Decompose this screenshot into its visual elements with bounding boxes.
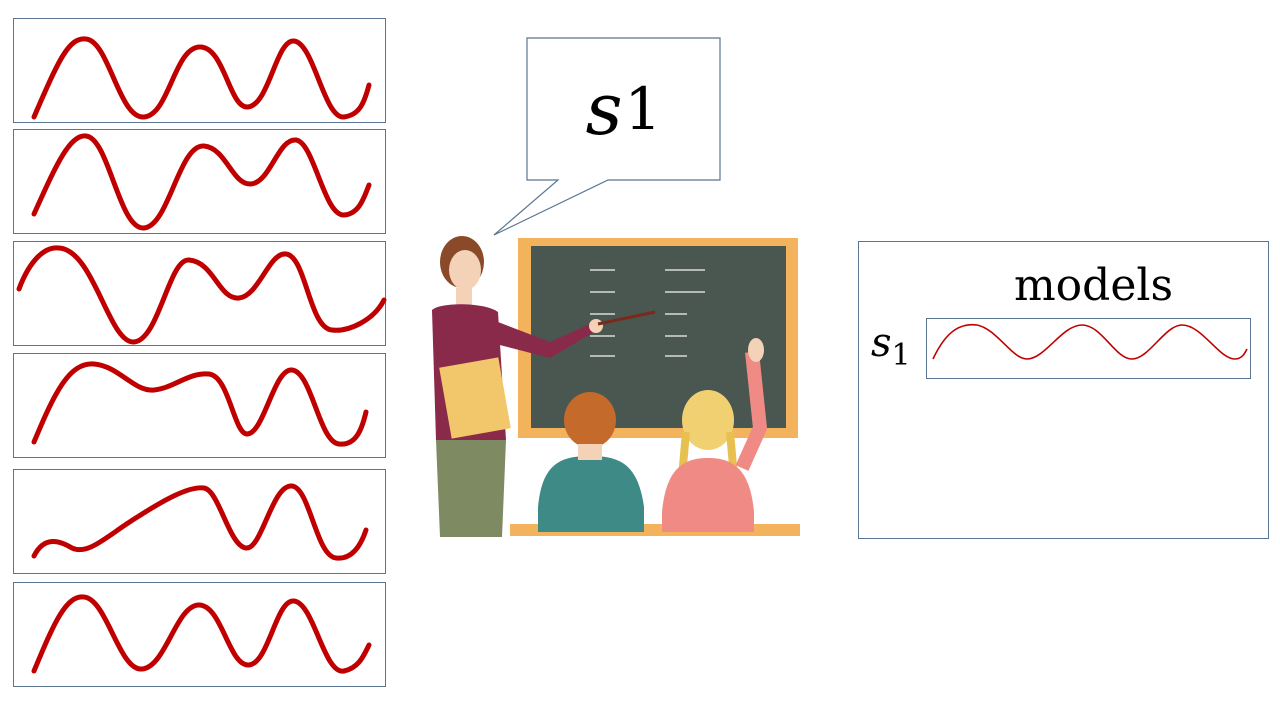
signal-waveform-4 — [31, 361, 369, 447]
student-girl — [662, 338, 768, 532]
student-boy — [538, 392, 644, 532]
signal-waveform-6 — [31, 594, 372, 674]
signal-box-3 — [13, 241, 387, 346]
signal-waveform-1 — [31, 36, 372, 120]
signal-box-2 — [13, 129, 386, 234]
bubble-subscript: 1 — [624, 75, 662, 143]
model-label: s1 — [871, 320, 911, 373]
classroom-illustration — [432, 236, 800, 537]
signal-box-5 — [13, 469, 386, 574]
model-waveform-box — [926, 318, 1251, 379]
signal-box-1 — [13, 18, 386, 123]
signal-box-4 — [13, 353, 386, 458]
model-subscript: 1 — [891, 338, 911, 373]
signal-box-6 — [13, 582, 386, 687]
models-panel: models s1 — [858, 241, 1269, 539]
model-waveform — [932, 323, 1248, 360]
signal-waveform-3 — [16, 245, 387, 345]
bubble-symbol: s — [585, 67, 623, 151]
model-symbol: s — [871, 320, 892, 366]
signal-waveform-5 — [31, 483, 369, 561]
models-title: models — [1013, 260, 1174, 311]
signal-waveform-2 — [31, 133, 372, 231]
teacher-figure — [432, 236, 656, 537]
speech-bubble — [493, 37, 721, 236]
chalkboard-writing — [590, 269, 705, 357]
